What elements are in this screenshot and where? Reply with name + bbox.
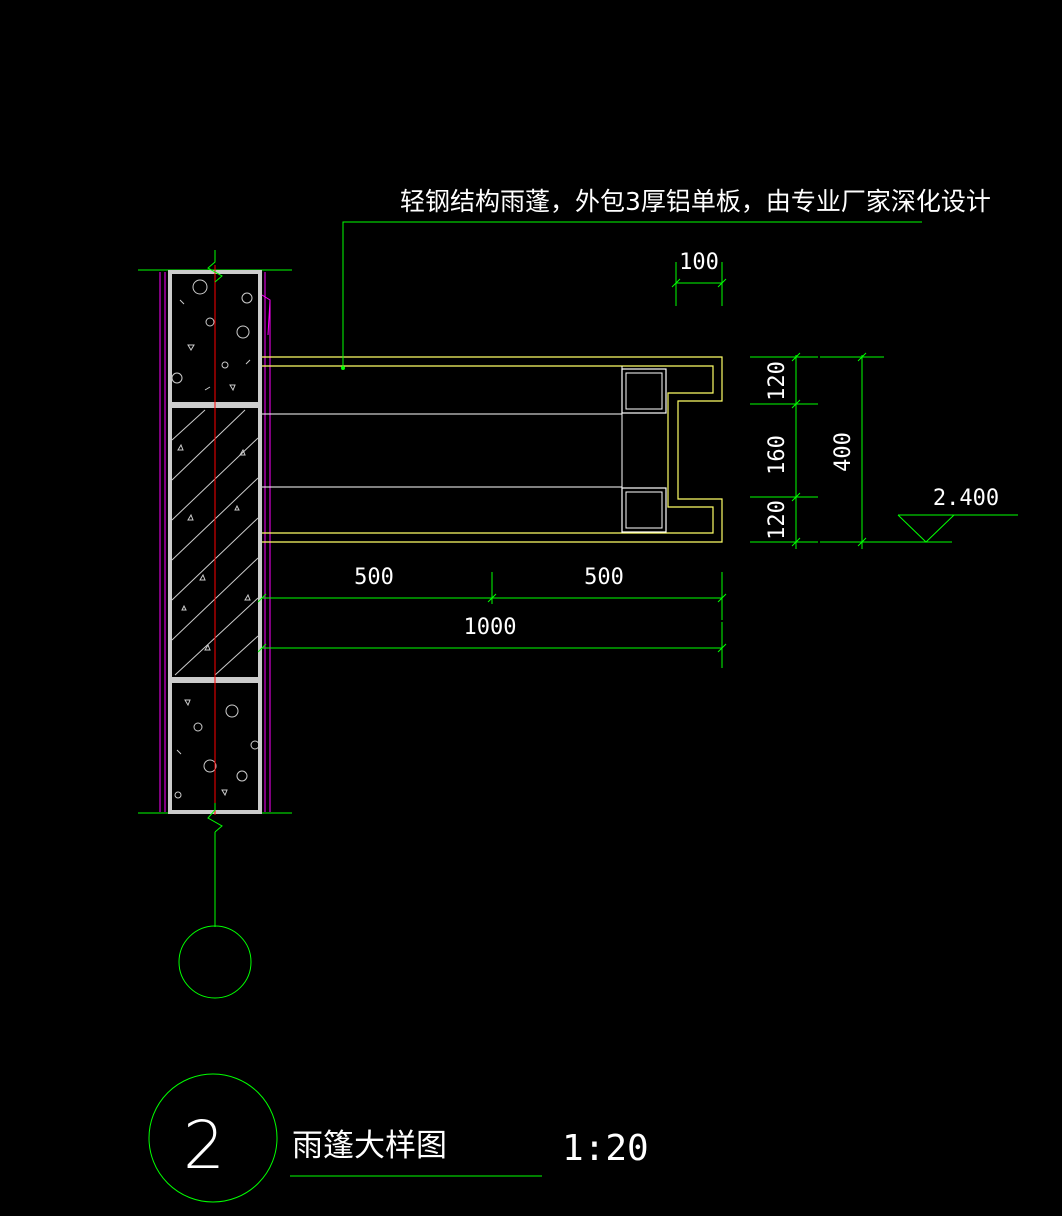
dim-span-segments: [257, 572, 727, 620]
concrete-beam-top: [171, 279, 253, 392]
detail-scale: 1:20: [562, 1128, 649, 1169]
title-block: 2 雨篷大样图 1:20: [148, 1073, 649, 1203]
canopy-section: [262, 221, 922, 543]
steel-tube-top: [621, 368, 667, 414]
dim-span-total: [257, 622, 727, 668]
concrete-beam-bottom: [174, 699, 260, 799]
dim-span-right-label: 500: [584, 565, 624, 590]
canopy-note: 轻钢结构雨蓬，外包3厚铝单板，由专业厂家深化设计: [400, 187, 991, 216]
detail-number: 2: [183, 1107, 225, 1184]
detail-number-circle: [148, 1073, 278, 1203]
detail-title: 雨篷大样图: [292, 1128, 447, 1164]
dim-seg-mid-label: 160: [765, 435, 790, 475]
dim-top-width-label: 100: [679, 250, 719, 275]
wall-section: [138, 250, 292, 999]
dim-span-left-label: 500: [354, 565, 394, 590]
dim-seg-top-label: 120: [765, 361, 790, 401]
dim-seg-bottom-label: 120: [765, 500, 790, 540]
elevation-label: 2.400: [933, 486, 999, 511]
steel-tube-bottom: [621, 487, 667, 533]
dim-top-width: [671, 262, 727, 306]
dim-total-height-label: 400: [831, 432, 856, 472]
elevation-mark: [884, 514, 1018, 543]
note-leader: [342, 221, 922, 368]
dim-span-total-label: 1000: [464, 615, 517, 640]
dim-vertical-segments: [750, 352, 818, 549]
axis-bubble: [178, 925, 252, 999]
dim-total-height: [820, 352, 884, 549]
